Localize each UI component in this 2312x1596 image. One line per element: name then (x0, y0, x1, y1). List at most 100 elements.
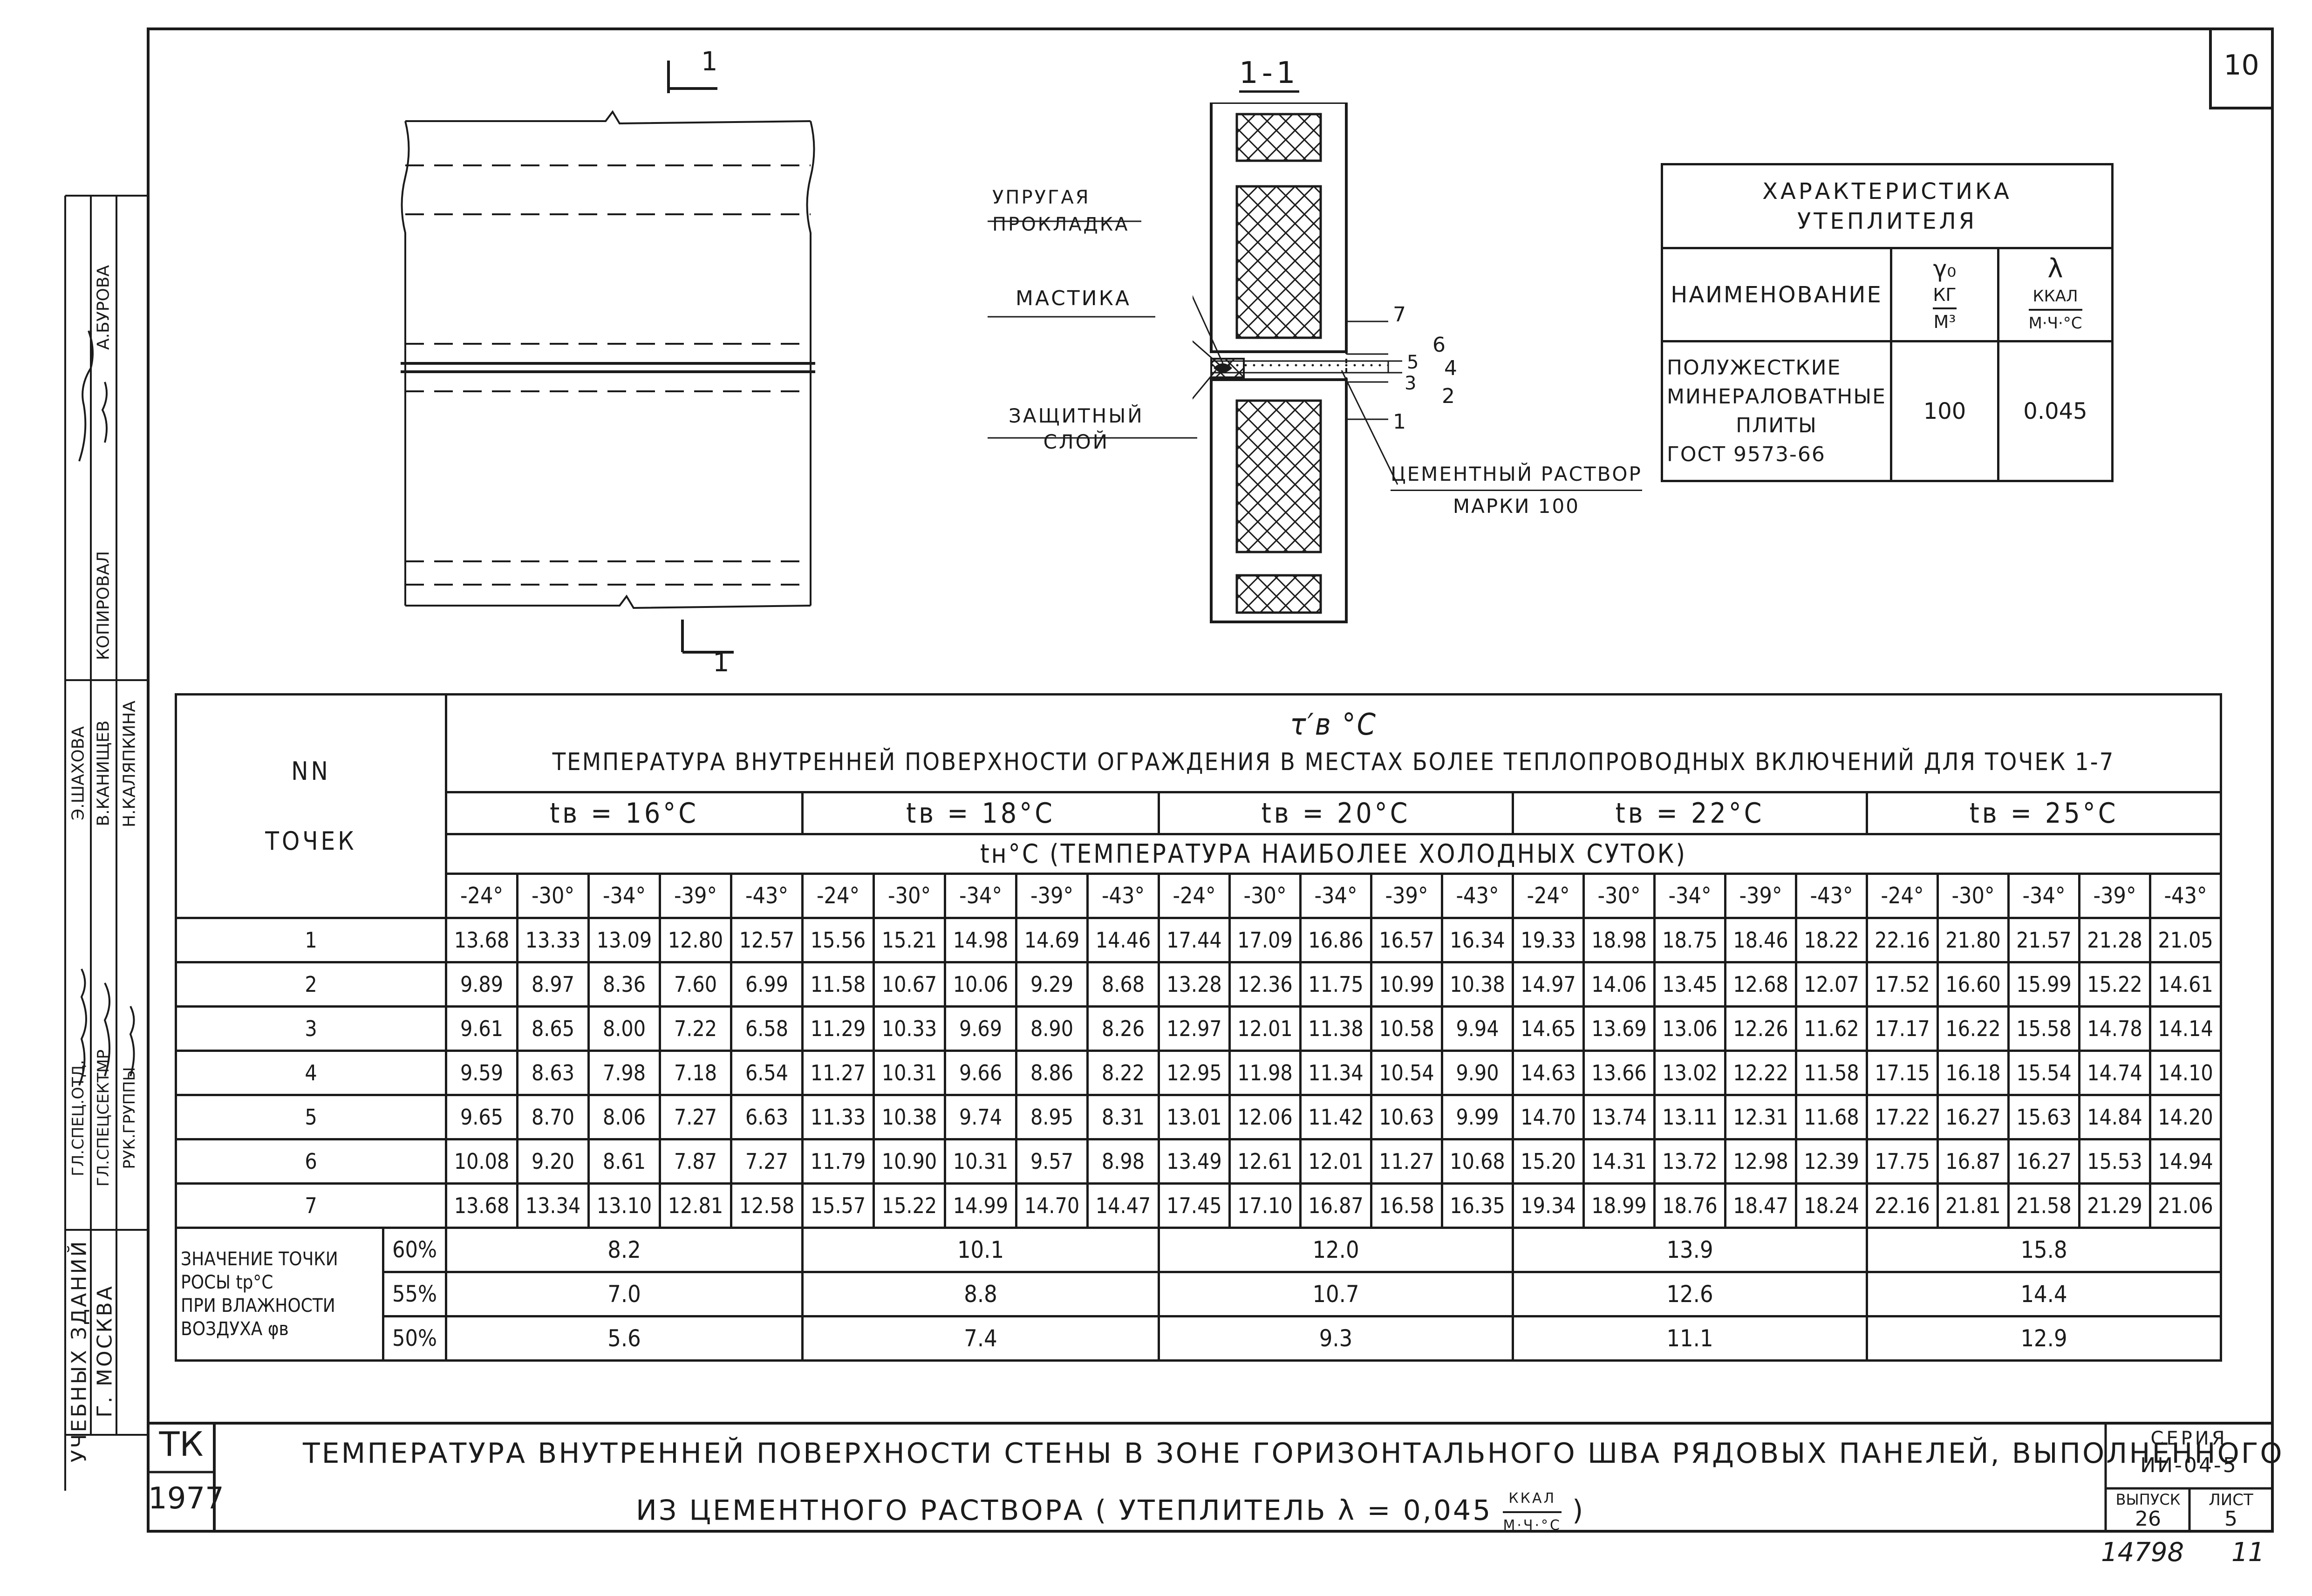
temperature-cell: 13.09 (587, 917, 661, 963)
dew-point-value: 5.6 (445, 1315, 804, 1362)
temperature-cell: 11.38 (1299, 1005, 1372, 1052)
temperature-cell: 17.09 (1228, 917, 1302, 963)
temperature-cell: 7.18 (659, 1050, 732, 1096)
header-tb-group: tв = 16°С (445, 791, 804, 835)
dew-point-value: 12.6 (1512, 1271, 1868, 1317)
section-mark-top: 1 (701, 47, 718, 77)
temperature-cell: 18.24 (1795, 1182, 1868, 1229)
temperature-cell: 14.46 (1086, 917, 1160, 963)
temperature-cell: 12.97 (1158, 1005, 1231, 1052)
dew-point-value: 10.7 (1158, 1271, 1514, 1317)
temperature-cell: 12.39 (1795, 1138, 1868, 1185)
temperature-cell: 16.27 (1937, 1094, 2010, 1140)
temperature-cell: 21.29 (2078, 1182, 2151, 1229)
temperature-cell: 15.57 (801, 1182, 875, 1229)
point-number-1: 1 (1393, 410, 1406, 434)
temperature-cell: 12.07 (1795, 961, 1868, 1008)
point-number-4: 4 (1444, 356, 1457, 380)
temperature-cell: 21.28 (2078, 917, 2151, 963)
drawing-title-unit-num: ККАЛ (1503, 1486, 1562, 1513)
temperature-cell: 11.27 (801, 1050, 875, 1096)
temperature-cell: 15.22 (873, 1182, 946, 1229)
temperature-cell: 9.20 (516, 1138, 590, 1185)
insulation-title: ХАРАКТЕРИСТИКА УТЕПЛИТЕЛЯ (1661, 163, 2114, 249)
temperature-cell: 14.70 (1512, 1094, 1585, 1140)
label-mastic: МАСТИКА (1016, 286, 1131, 310)
temperature-cell: 8.70 (516, 1094, 590, 1140)
temperature-cell: 10.38 (1441, 961, 1514, 1008)
header-main-text: ТЕМПЕРАТУРА ВНУТРЕННЕЙ ПОВЕРХНОСТИ ОГРАЖ… (552, 748, 2115, 776)
archive-number: 14798 (2101, 1537, 2184, 1568)
temperature-cell: 14.14 (2149, 1005, 2222, 1052)
temperature-cell: 13.74 (1582, 1094, 1656, 1140)
temperature-cell: 9.65 (445, 1094, 518, 1140)
temperature-cell: 16.87 (1299, 1182, 1372, 1229)
temperature-cell: 13.02 (1653, 1050, 1726, 1096)
header-tn-value: -43° (2149, 873, 2222, 919)
temperature-cell: 14.74 (2078, 1050, 2151, 1096)
archive-suffix: 11 (2231, 1537, 2265, 1568)
header-tn-value: -34° (2007, 873, 2080, 919)
dew-point-value: 7.0 (445, 1271, 804, 1317)
insulation-lambda-unit: ККАЛ М·Ч·°С (2028, 284, 2082, 336)
point-number-3: 3 (1405, 373, 1417, 394)
section-title: 1-1 (1239, 56, 1299, 93)
header-tn-value: -39° (2078, 873, 2151, 919)
header-tn-value: -34° (1653, 873, 1726, 919)
temperature-cell: 7.27 (659, 1094, 732, 1140)
temperature-cell: 11.75 (1299, 961, 1372, 1008)
insulation-lambda-unit-den: М·Ч·°С (2028, 314, 2082, 333)
header-tn-value: -43° (1086, 873, 1160, 919)
temperature-cell: 21.06 (2149, 1182, 2222, 1229)
label-protective-layer-line1: ЗАЩИТНЫЙ (1009, 404, 1144, 427)
temperature-cell: 15.54 (2007, 1050, 2080, 1096)
temperature-cell: 17.44 (1158, 917, 1231, 963)
point-number-5: 5 (1407, 352, 1419, 373)
temperature-cell: 14.69 (1015, 917, 1089, 963)
temperature-cell: 18.76 (1653, 1182, 1726, 1229)
temperature-cell: 13.68 (445, 1182, 518, 1229)
issue-label: ВЫПУСК (2115, 1491, 2181, 1508)
temperature-cell: 11.68 (1795, 1094, 1868, 1140)
header-tn-value: -34° (587, 873, 661, 919)
dew-point-value: 15.8 (1866, 1227, 2222, 1273)
temperature-cell: 16.60 (1937, 961, 2010, 1008)
temperature-cell: 13.72 (1653, 1138, 1726, 1185)
temperature-cell: 12.36 (1228, 961, 1302, 1008)
temperature-cell: 8.31 (1086, 1094, 1160, 1140)
temperature-cell: 21.58 (2007, 1182, 2080, 1229)
temperature-cell: 12.01 (1228, 1005, 1302, 1052)
temperature-cell: 10.68 (1441, 1138, 1514, 1185)
dew-point-label-line: РОСЫ tр°С (181, 1272, 273, 1293)
temperature-cell: 22.16 (1866, 917, 1939, 963)
header-tn-value: -24° (801, 873, 875, 919)
temperature-cell: 12.68 (1724, 961, 1797, 1008)
temperature-cell: 14.70 (1015, 1182, 1089, 1229)
series-label: СЕРИЯ (2150, 1428, 2228, 1449)
temperature-cell: 21.05 (2149, 917, 2222, 963)
temperature-cell: 11.79 (801, 1138, 875, 1185)
temperature-cell: 14.97 (1512, 961, 1585, 1008)
temperature-cell: 11.62 (1795, 1005, 1868, 1052)
temperature-cell: 12.57 (730, 917, 804, 963)
temperature-cell: 12.80 (659, 917, 732, 963)
temperature-cell: 8.65 (516, 1005, 590, 1052)
temperature-cell: 7.60 (659, 961, 732, 1008)
temperature-cell: 7.22 (659, 1005, 732, 1052)
temperature-cell: 16.35 (1441, 1182, 1514, 1229)
temperature-cell: 7.87 (659, 1138, 732, 1185)
insulation-material-line2: МИНЕРАЛОВАТНЫЕ (1667, 384, 1886, 409)
temperature-cell: 12.95 (1158, 1050, 1231, 1096)
dew-point-value: 10.1 (801, 1227, 1160, 1273)
leader-lines-left (988, 220, 1197, 439)
insulation-density-unit-den: М³ (1933, 311, 1956, 332)
sheet-value: 5 (2224, 1507, 2237, 1531)
header-tn-value: -30° (516, 873, 590, 919)
temperature-cell: 8.61 (587, 1138, 661, 1185)
temperature-cell: 7.98 (587, 1050, 661, 1096)
insulation-density-unit-num: КГ (1933, 282, 1957, 309)
temperature-cell: 17.75 (1866, 1138, 1939, 1185)
